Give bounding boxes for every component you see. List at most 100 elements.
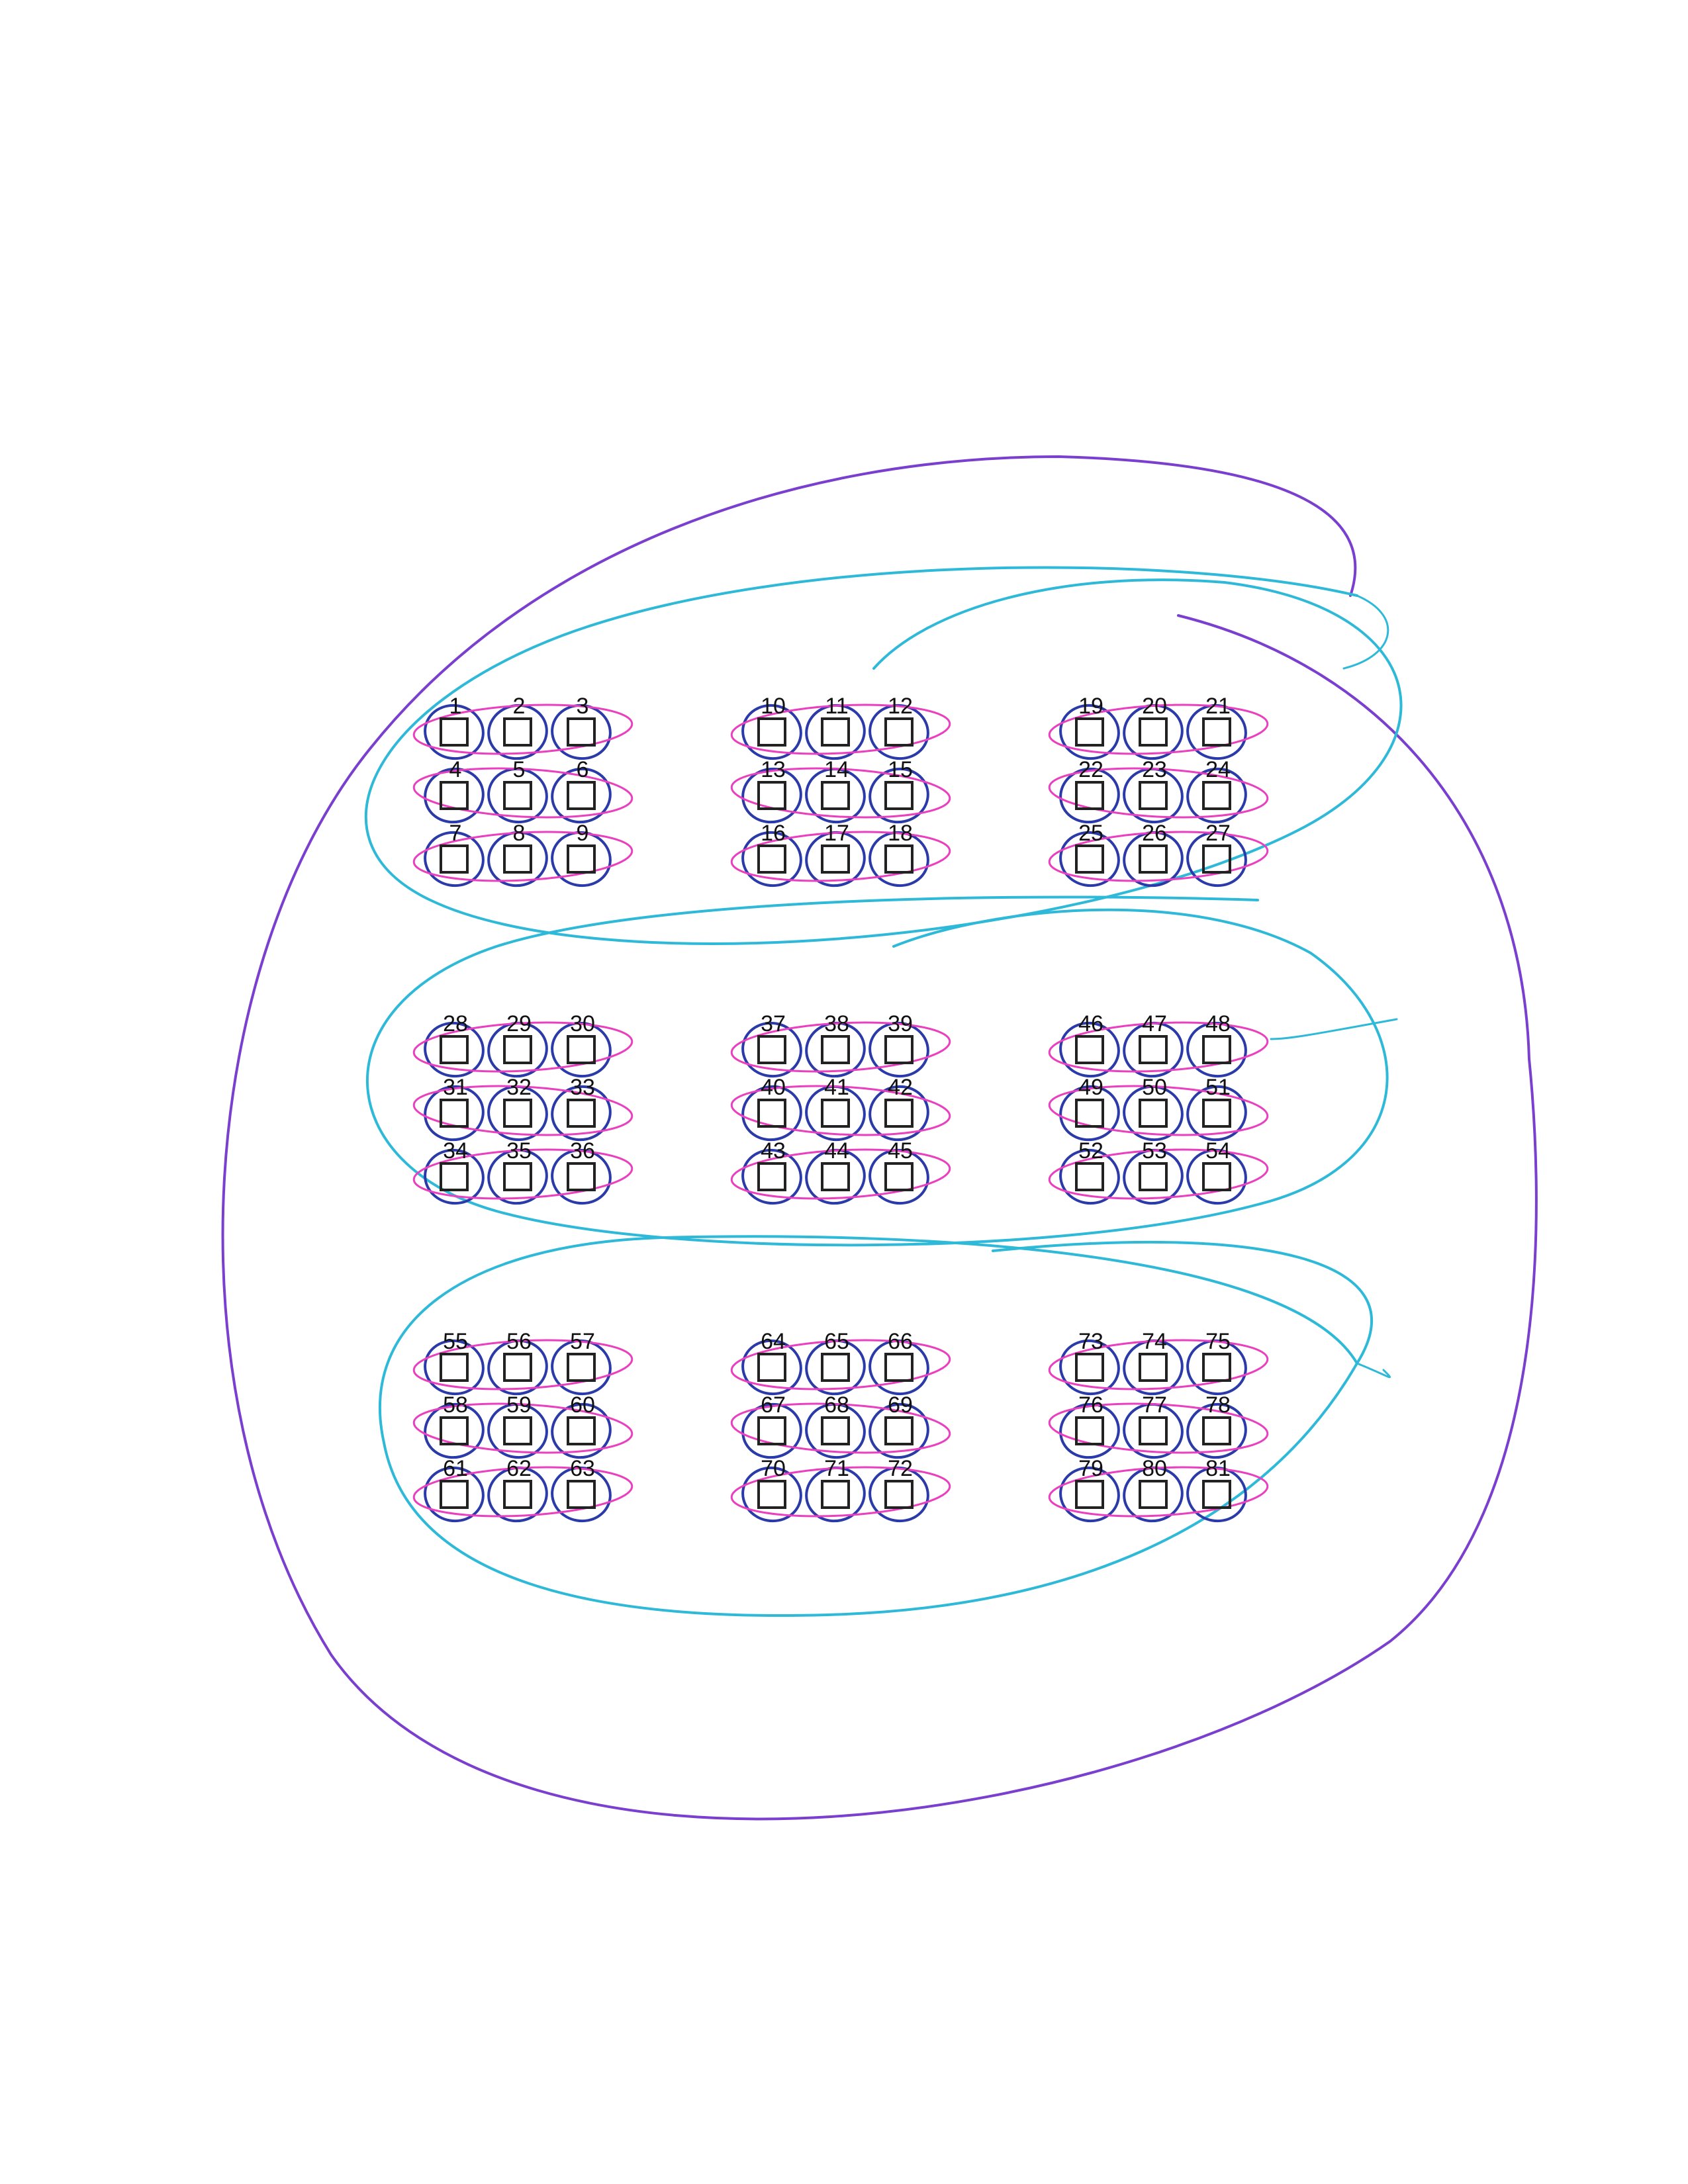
checkbox-square[interactable]: [821, 1416, 850, 1445]
checkbox-cell[interactable]: 74: [1123, 1330, 1186, 1394]
checkbox-square[interactable]: [1075, 844, 1104, 874]
checkbox-cell[interactable]: 23: [1123, 758, 1186, 822]
checkbox-cell[interactable]: 6: [551, 758, 614, 822]
checkbox-cell[interactable]: 15: [868, 758, 932, 822]
checkbox-cell[interactable]: 59: [487, 1394, 551, 1457]
checkbox-square[interactable]: [757, 1162, 786, 1191]
checkbox-cell[interactable]: 18: [868, 822, 932, 886]
checkbox-square[interactable]: [503, 1099, 532, 1128]
checkbox-square[interactable]: [1202, 717, 1231, 747]
checkbox-cell[interactable]: 61: [424, 1457, 487, 1521]
checkbox-cell[interactable]: 1: [424, 695, 487, 758]
checkbox-cell[interactable]: 54: [1186, 1140, 1250, 1203]
checkbox-square[interactable]: [884, 1099, 914, 1128]
checkbox-square[interactable]: [821, 1353, 850, 1382]
checkbox-square[interactable]: [503, 1162, 532, 1191]
checkbox-square[interactable]: [1139, 1416, 1168, 1445]
checkbox-square[interactable]: [757, 1035, 786, 1064]
checkbox-square[interactable]: [884, 1480, 914, 1509]
checkbox-cell[interactable]: 32: [487, 1076, 551, 1140]
checkbox-square[interactable]: [1202, 1416, 1231, 1445]
checkbox-square[interactable]: [1075, 1162, 1104, 1191]
checkbox-cell[interactable]: 67: [741, 1394, 805, 1457]
checkbox-cell[interactable]: 53: [1123, 1140, 1186, 1203]
checkbox-cell[interactable]: 62: [487, 1457, 551, 1521]
checkbox-cell[interactable]: 64: [741, 1330, 805, 1394]
checkbox-cell[interactable]: 13: [741, 758, 805, 822]
checkbox-square[interactable]: [1202, 1099, 1231, 1128]
checkbox-cell[interactable]: 38: [805, 1013, 868, 1076]
checkbox-cell[interactable]: 52: [1059, 1140, 1123, 1203]
checkbox-square[interactable]: [503, 1353, 532, 1382]
checkbox-cell[interactable]: 4: [424, 758, 487, 822]
checkbox-cell[interactable]: 34: [424, 1140, 487, 1203]
checkbox-cell[interactable]: 5: [487, 758, 551, 822]
checkbox-cell[interactable]: 71: [805, 1457, 868, 1521]
checkbox-square[interactable]: [440, 1416, 469, 1445]
checkbox-square[interactable]: [757, 844, 786, 874]
checkbox-square[interactable]: [440, 1480, 469, 1509]
checkbox-cell[interactable]: 63: [551, 1457, 614, 1521]
checkbox-square[interactable]: [757, 1353, 786, 1382]
checkbox-cell[interactable]: 45: [868, 1140, 932, 1203]
checkbox-cell[interactable]: 80: [1123, 1457, 1186, 1521]
checkbox-cell[interactable]: 31: [424, 1076, 487, 1140]
checkbox-square[interactable]: [1139, 1162, 1168, 1191]
checkbox-square[interactable]: [567, 1099, 596, 1128]
checkbox-cell[interactable]: 41: [805, 1076, 868, 1140]
checkbox-square[interactable]: [884, 1353, 914, 1382]
checkbox-square[interactable]: [1075, 1416, 1104, 1445]
checkbox-cell[interactable]: 66: [868, 1330, 932, 1394]
checkbox-cell[interactable]: 72: [868, 1457, 932, 1521]
checkbox-square[interactable]: [757, 717, 786, 747]
checkbox-square[interactable]: [440, 717, 469, 747]
checkbox-cell[interactable]: 46: [1059, 1013, 1123, 1076]
checkbox-square[interactable]: [1202, 844, 1231, 874]
checkbox-cell[interactable]: 43: [741, 1140, 805, 1203]
checkbox-square[interactable]: [503, 781, 532, 810]
checkbox-cell[interactable]: 81: [1186, 1457, 1250, 1521]
checkbox-cell[interactable]: 56: [487, 1330, 551, 1394]
checkbox-cell[interactable]: 65: [805, 1330, 868, 1394]
checkbox-square[interactable]: [757, 1416, 786, 1445]
checkbox-square[interactable]: [1075, 1099, 1104, 1128]
checkbox-cell[interactable]: 58: [424, 1394, 487, 1457]
checkbox-square[interactable]: [757, 1480, 786, 1509]
checkbox-square[interactable]: [440, 1353, 469, 1382]
checkbox-cell[interactable]: 48: [1186, 1013, 1250, 1076]
checkbox-cell[interactable]: 10: [741, 695, 805, 758]
checkbox-cell[interactable]: 7: [424, 822, 487, 886]
checkbox-square[interactable]: [884, 844, 914, 874]
checkbox-cell[interactable]: 55: [424, 1330, 487, 1394]
checkbox-cell[interactable]: 12: [868, 695, 932, 758]
checkbox-cell[interactable]: 35: [487, 1140, 551, 1203]
checkbox-square[interactable]: [503, 1416, 532, 1445]
checkbox-square[interactable]: [567, 1353, 596, 1382]
checkbox-square[interactable]: [1139, 781, 1168, 810]
checkbox-square[interactable]: [884, 1162, 914, 1191]
checkbox-cell[interactable]: 2: [487, 695, 551, 758]
checkbox-cell[interactable]: 24: [1186, 758, 1250, 822]
checkbox-square[interactable]: [1139, 1035, 1168, 1064]
checkbox-square[interactable]: [440, 781, 469, 810]
checkbox-square[interactable]: [884, 1035, 914, 1064]
checkbox-cell[interactable]: 36: [551, 1140, 614, 1203]
checkbox-square[interactable]: [440, 1099, 469, 1128]
checkbox-square[interactable]: [757, 781, 786, 810]
checkbox-square[interactable]: [567, 844, 596, 874]
checkbox-cell[interactable]: 14: [805, 758, 868, 822]
checkbox-square[interactable]: [1075, 1353, 1104, 1382]
checkbox-square[interactable]: [821, 717, 850, 747]
checkbox-cell[interactable]: 69: [868, 1394, 932, 1457]
checkbox-square[interactable]: [1075, 1035, 1104, 1064]
checkbox-square[interactable]: [821, 781, 850, 810]
checkbox-square[interactable]: [440, 1035, 469, 1064]
checkbox-square[interactable]: [503, 1035, 532, 1064]
checkbox-cell[interactable]: 40: [741, 1076, 805, 1140]
checkbox-cell[interactable]: 42: [868, 1076, 932, 1140]
checkbox-square[interactable]: [821, 844, 850, 874]
checkbox-square[interactable]: [821, 1162, 850, 1191]
checkbox-square[interactable]: [1075, 717, 1104, 747]
checkbox-cell[interactable]: 26: [1123, 822, 1186, 886]
checkbox-cell[interactable]: 50: [1123, 1076, 1186, 1140]
